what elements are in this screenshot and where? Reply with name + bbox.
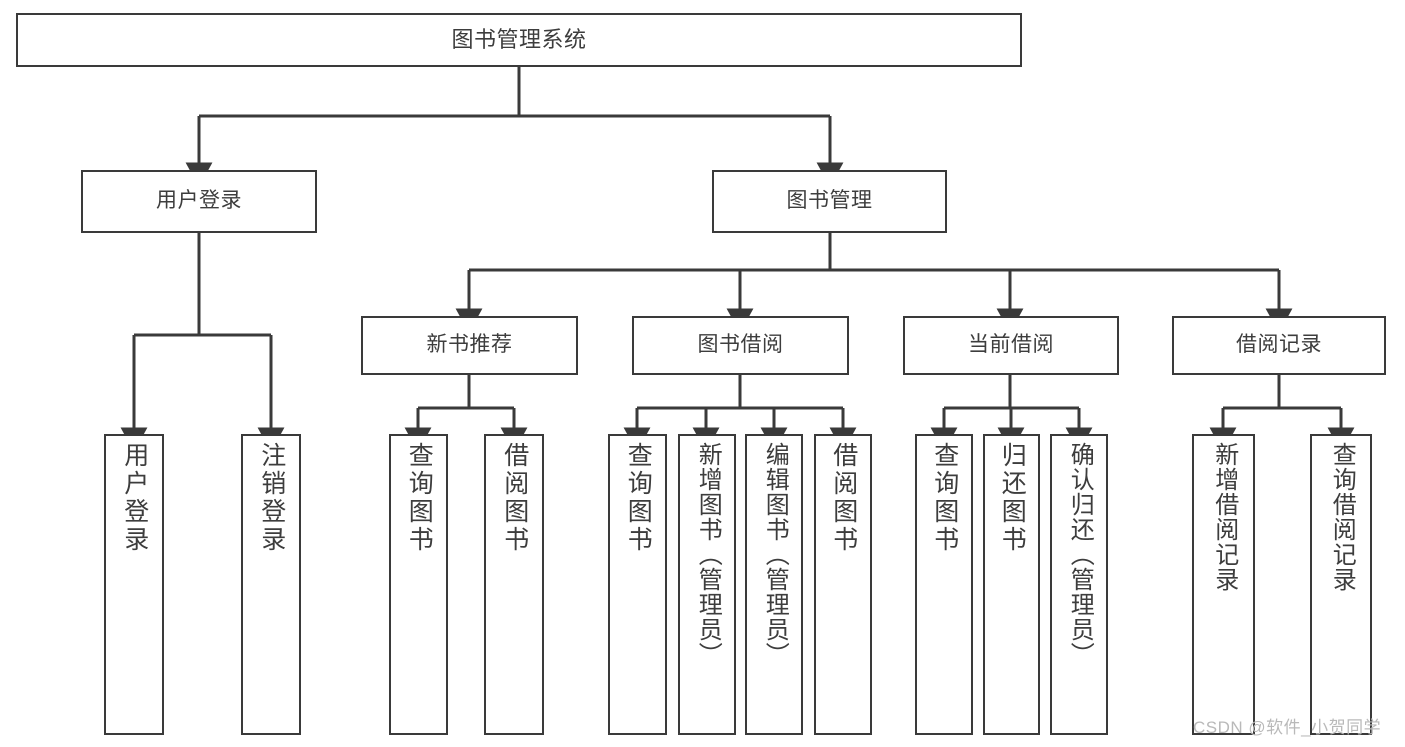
node-label: 新增借阅记录 bbox=[1210, 442, 1238, 592]
node-user-login[interactable]: 用户登录 bbox=[81, 170, 317, 233]
node-label: 当前借阅 bbox=[968, 333, 1054, 357]
node-label: 图书借阅 bbox=[697, 333, 784, 357]
node-label: 用户登录 bbox=[120, 442, 149, 554]
node-current-borrow[interactable]: 当前借阅 bbox=[903, 316, 1119, 375]
leaf-query-borrow-record[interactable]: 查询借阅记录 bbox=[1310, 434, 1372, 735]
leaf-add-book-admin[interactable]: 新增图书（管理员） bbox=[678, 434, 736, 735]
leaf-add-borrow-record[interactable]: 新增借阅记录 bbox=[1192, 434, 1255, 735]
node-label: 归还图书 bbox=[998, 442, 1027, 554]
leaf-confirm-return-admin[interactable]: 确认归还（管理员） bbox=[1050, 434, 1108, 735]
node-label: 新书推荐 bbox=[426, 333, 513, 357]
node-label: 借阅图书 bbox=[829, 442, 858, 554]
node-label: 图书管理 bbox=[786, 189, 873, 213]
leaf-edit-book-admin[interactable]: 编辑图书（管理员） bbox=[745, 434, 803, 735]
leaf-borrow-book[interactable]: 借阅图书 bbox=[814, 434, 872, 735]
node-new-book-recommend[interactable]: 新书推荐 bbox=[361, 316, 578, 375]
node-label: 借阅记录 bbox=[1236, 333, 1322, 357]
leaf-user-login[interactable]: 用户登录 bbox=[104, 434, 164, 735]
node-label: 借阅图书 bbox=[500, 442, 529, 554]
node-label: 查询图书 bbox=[405, 442, 434, 554]
node-label: 用户登录 bbox=[156, 189, 242, 213]
leaf-borrow-book-recommend[interactable]: 借阅图书 bbox=[484, 434, 544, 735]
node-label: 注销登录 bbox=[257, 442, 286, 554]
node-label: 查询借阅记录 bbox=[1328, 442, 1356, 592]
node-borrow-record[interactable]: 借阅记录 bbox=[1172, 316, 1386, 375]
node-label: 新增图书（管理员） bbox=[694, 442, 722, 667]
leaf-query-book-borrow[interactable]: 查询图书 bbox=[608, 434, 667, 735]
node-label: 图书管理系统 bbox=[451, 27, 587, 53]
node-label: 确认归还（管理员） bbox=[1066, 442, 1094, 667]
node-book-borrow[interactable]: 图书借阅 bbox=[632, 316, 849, 375]
leaf-query-book-recommend[interactable]: 查询图书 bbox=[389, 434, 448, 735]
node-book-management-system[interactable]: 图书管理系统 bbox=[16, 13, 1022, 67]
leaf-query-book-current[interactable]: 查询图书 bbox=[915, 434, 973, 735]
node-book-manage[interactable]: 图书管理 bbox=[712, 170, 947, 233]
node-label: 查询图书 bbox=[624, 442, 653, 554]
leaf-return-book[interactable]: 归还图书 bbox=[983, 434, 1040, 735]
leaf-logout-login[interactable]: 注销登录 bbox=[241, 434, 301, 735]
node-label: 查询图书 bbox=[930, 442, 959, 554]
node-label: 编辑图书（管理员） bbox=[761, 442, 789, 667]
